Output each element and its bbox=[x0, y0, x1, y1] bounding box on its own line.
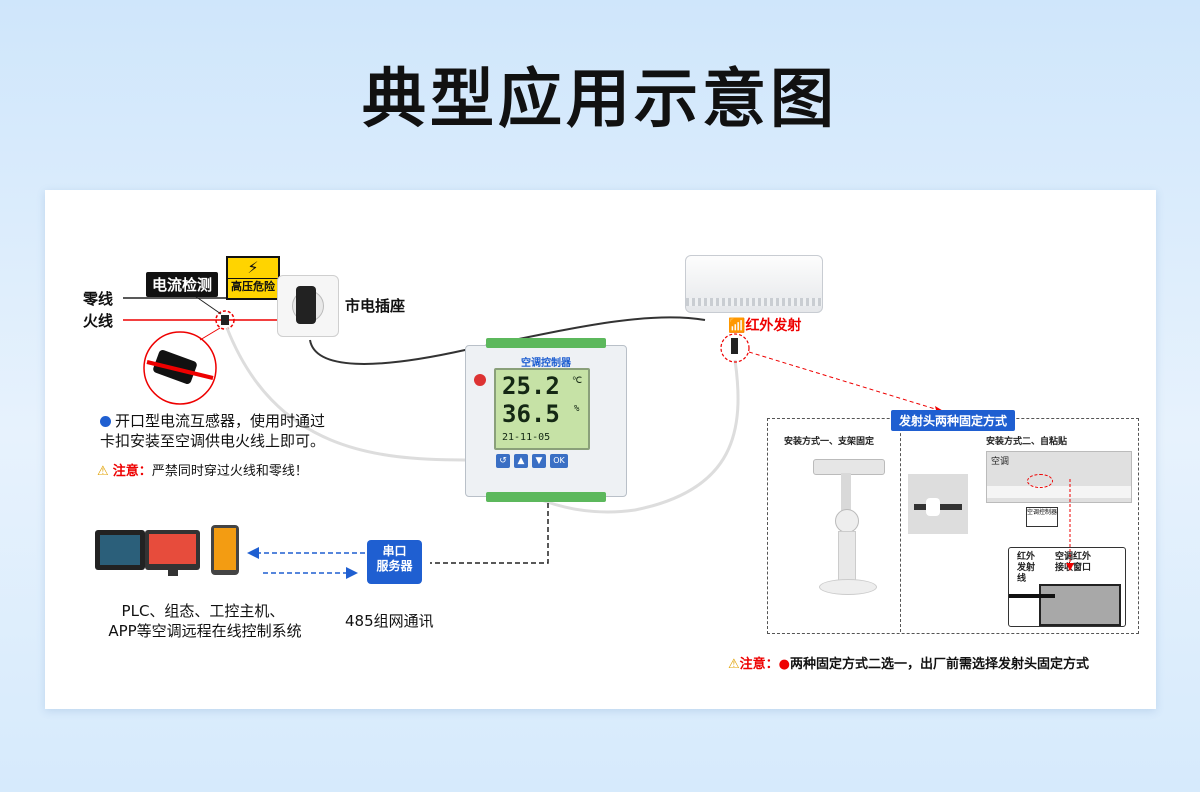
high-voltage-warning: ⚡ 高压危险 bbox=[226, 256, 280, 300]
bracket-mount-image bbox=[813, 459, 885, 599]
industrial-panel-icon bbox=[95, 530, 145, 570]
mounting-methods-box: 安装方式一、支架固定 安装方式二、自粘贴 空调 空调控制器 红外发射线 空调红外… bbox=[767, 418, 1139, 634]
controller-small-box: 空调控制器 bbox=[1026, 507, 1058, 527]
ac-unit-sketch: 空调 bbox=[986, 451, 1132, 503]
neutral-wire-label: 零线 bbox=[83, 290, 114, 308]
adhesive-mount-image bbox=[908, 474, 968, 534]
mount-title: 发射头两种固定方式 bbox=[891, 410, 1016, 431]
clients-line1: PLC、组态、工控主机、 bbox=[121, 602, 285, 620]
warning-icon: ⚠ bbox=[97, 464, 109, 479]
sensor-note-line1: 开口型电流互感器，使用时通过 bbox=[100, 410, 325, 431]
air-conditioner bbox=[685, 255, 823, 313]
down-button[interactable]: ▼ bbox=[532, 454, 546, 468]
date-display: 21-11-05 bbox=[502, 432, 551, 443]
network-label: 485组网通讯 bbox=[345, 612, 434, 630]
temperature-value: 25.2 bbox=[502, 372, 560, 400]
diagram-panel: 零线 火线 电流检测 ⚡ 高压危险 市电插座 开口型电流互感器，使用时通过 卡扣… bbox=[45, 190, 1156, 709]
clients-line2: APP等空调远程在线控制系统 bbox=[108, 622, 302, 640]
brand-logo-icon bbox=[474, 374, 486, 386]
lcd-display: 25.2 ℃ 36.5 % 21-11-05 bbox=[494, 368, 590, 450]
tablet-icon bbox=[211, 525, 239, 575]
temperature-unit: ℃ bbox=[572, 376, 583, 386]
mount-method1-label: 安装方式一、支架固定 bbox=[784, 437, 875, 447]
current-detect-tag: 电流检测 bbox=[146, 272, 219, 297]
sensor-note-line2: 卡扣安装至空调供电火线上即可。 bbox=[100, 432, 326, 450]
bullet-dot-icon: ● bbox=[778, 657, 791, 672]
sensor-warning: ⚠ 注意：严禁同时穿过火线和零线！ bbox=[97, 464, 308, 479]
ok-button[interactable]: OK bbox=[550, 454, 568, 468]
ac-controller-device: 空调控制器 25.2 ℃ 36.5 % 21-11-05 ↺ ▲ ▼ OK bbox=[465, 338, 627, 502]
up-button[interactable]: ▲ bbox=[514, 454, 528, 468]
humidity-value: 36.5 bbox=[502, 400, 560, 428]
back-button[interactable]: ↺ bbox=[496, 454, 510, 468]
ir-emit-label: 📶红外发射 bbox=[728, 318, 802, 334]
wifi-signal-icon: 📶 bbox=[728, 318, 746, 334]
wall-socket bbox=[277, 275, 339, 337]
receiver-detail: 红外发射线 空调红外接收窗口 bbox=[1008, 547, 1126, 627]
bullet-dot-icon bbox=[100, 416, 111, 427]
page-title: 典型应用示意图 bbox=[362, 63, 838, 137]
controller-buttons: ↺ ▲ ▼ OK bbox=[496, 454, 568, 468]
mount-warning: ⚠注意：●两种固定方式二选一，出厂前需选择发射头固定方式 bbox=[728, 657, 1090, 672]
controller-name: 空调控制器 bbox=[521, 358, 571, 369]
warning-icon: ⚠ bbox=[728, 657, 740, 672]
lightning-icon: ⚡ bbox=[247, 258, 259, 277]
socket-label: 市电插座 bbox=[345, 297, 406, 315]
monitor-icon bbox=[145, 530, 200, 570]
live-wire-label: 火线 bbox=[83, 312, 114, 330]
serial-server-device: 串口服务器 bbox=[367, 540, 422, 584]
humidity-unit: % bbox=[574, 404, 580, 414]
mount-method2-label: 安装方式二、自粘贴 bbox=[986, 437, 1068, 447]
